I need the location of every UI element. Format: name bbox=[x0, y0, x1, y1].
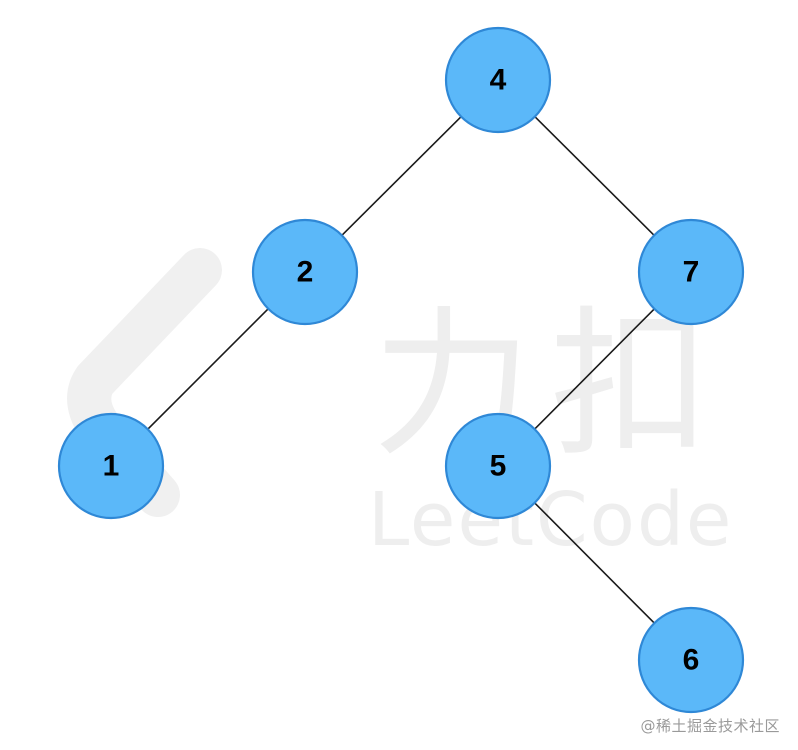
edge-n7-n5 bbox=[534, 308, 655, 430]
node-circle bbox=[57, 412, 165, 520]
node-circle bbox=[637, 606, 745, 714]
edge-n4-n7 bbox=[534, 116, 655, 236]
tree-edges bbox=[147, 116, 655, 624]
node-circle bbox=[251, 218, 359, 326]
tree-node-7: 7 bbox=[637, 218, 745, 326]
node-label: 5 bbox=[490, 450, 507, 483]
tree-node-2: 2 bbox=[251, 218, 359, 326]
node-circle bbox=[444, 412, 552, 520]
watermark-latin-text: LeetCode bbox=[368, 477, 733, 563]
node-circle bbox=[444, 26, 552, 134]
node-label: 6 bbox=[683, 644, 700, 677]
edge-n5-n6 bbox=[534, 502, 655, 624]
node-circle bbox=[637, 218, 745, 326]
node-label: 2 bbox=[297, 256, 314, 289]
tree-node-4: 4 bbox=[444, 26, 552, 134]
node-label: 1 bbox=[103, 450, 120, 483]
tree-node-1: 1 bbox=[57, 412, 165, 520]
tree-nodes: 4 2 7 1 5 6 bbox=[57, 26, 745, 714]
edge-n4-n2 bbox=[341, 116, 462, 236]
leetcode-watermark: 力扣 LeetCode bbox=[67, 248, 733, 563]
tree-node-6: 6 bbox=[637, 606, 745, 714]
edge-n2-n1 bbox=[147, 308, 269, 430]
node-label: 4 bbox=[490, 64, 507, 97]
tree-node-5: 5 bbox=[444, 412, 552, 520]
source-credit: @稀土掘金技术社区 bbox=[640, 717, 780, 735]
node-label: 7 bbox=[683, 256, 700, 289]
